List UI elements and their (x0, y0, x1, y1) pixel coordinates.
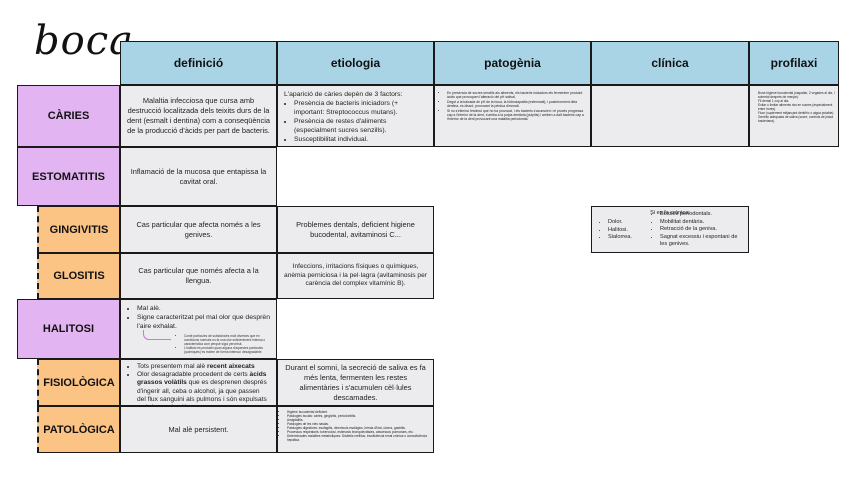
list-item: Patologies de les vies nasals. (287, 422, 429, 426)
fisiologica-item2-bold: àcids grassos volàtils (137, 371, 267, 387)
fisiologica-item1-bold: recent aixecats (207, 363, 255, 370)
caries-etiologia: L'aparició de càries depèn de 3 factors:… (277, 85, 434, 147)
list-item: Patologies digestives: esofagitis, diver… (287, 426, 429, 430)
row-label-patologica: PATOLÒGICA (37, 406, 120, 453)
list-item: Bona higiene bucodental (raspallar, 2 ve… (758, 91, 835, 99)
gingivitis-definicio-text: Cas particular que afecta només a les ge… (136, 219, 261, 239)
list-item: Amigdalitis. (287, 418, 429, 422)
gingivitis-etiologia: Problemes dentals, deficient higiene buc… (277, 206, 434, 253)
list-item: L'halitosi es produeix quan alguna d'aqu… (184, 346, 270, 354)
fisiologica-definicio: Tots presentem mal alè recent aixecats O… (120, 359, 277, 406)
row-label-gingivitis: GINGIVITIS (37, 206, 120, 253)
halitosi-definicio: Mal alè. Signe caracteritzat pel mal olo… (120, 299, 277, 359)
list-item: Presència de restes d'aliments (especial… (294, 117, 427, 135)
list-item: Patologies bucals: càries, gingivitis, p… (287, 414, 429, 418)
patologica-etiologia: Higiene bucodental deficient. Patologies… (277, 406, 434, 453)
glositis-definicio-text: Cas particular que només afecta a la lle… (138, 266, 259, 285)
list-item: Evitar o limitar aliments rics en sucres… (758, 103, 835, 111)
caries-definicio: Malaltia infecciosa que cursa amb destru… (120, 85, 277, 147)
caries-definicio-text: Malaltia infecciosa que cursa amb destru… (127, 96, 270, 135)
glositis-etiologia: Infeccions, irritacions físiques o quími… (277, 253, 434, 299)
list-item: Processos respiratoris: tuberculosi, est… (287, 430, 429, 434)
header-clinica: clínica (591, 41, 749, 85)
estomatitis-definicio-text: Inflamació de la mucosa que entapissa la… (130, 166, 267, 186)
list-item: Tots presentem mal alè recent aixecats (137, 363, 270, 371)
arrow-decoration (143, 330, 171, 340)
caries-etiologia-intro: L'aparició de càries depèn de 3 factors: (284, 91, 403, 98)
row-label-fisiologica: FISIOLÒGICA (37, 359, 120, 406)
gingivitis-etiologia-text: Problemes dentals, deficient higiene buc… (296, 219, 415, 239)
glositis-etiologia-text: Infeccions, irritacions físiques o quími… (284, 263, 427, 288)
row-label-halitosi: HALITOSI (17, 299, 120, 359)
header-profilaxi: profilaxi (749, 41, 839, 85)
gingivitis-clinica-intro: Si es fa crònica: (650, 210, 690, 216)
list-item: Olor desagradable procedent de certs àci… (137, 371, 270, 405)
row-label-glositis: GLOSITIS (37, 253, 120, 299)
row-label-estomatitis: ESTOMATITIS (17, 147, 120, 206)
list-item: Higiene bucodental deficient. (287, 410, 429, 414)
header-etiologia: etiologia (277, 41, 434, 85)
fisiologica-etiologia-text: Durant el somni, la secreció de saliva e… (285, 362, 426, 402)
list-item: Presència de bacteris iniciadors (+ impo… (294, 99, 427, 117)
list-item: Si no s'elimina l'estímul que ho ha prov… (447, 109, 584, 122)
list-item: En presència de sucres senzills als alim… (447, 91, 584, 100)
list-item: Fluor (suplement mitjançant dentífric o … (758, 111, 835, 115)
list-item: Sagnat excessiu i espontani de les geniv… (660, 234, 742, 249)
gingivitis-definicio: Cas particular que afecta només a les ge… (120, 206, 277, 253)
estomatitis-definicio: Inflamació de la mucosa que entapissa la… (120, 147, 277, 206)
list-item: Bosses periodontals. (660, 211, 742, 218)
list-item: Signe caracteritzat pel mal olor que des… (137, 313, 270, 331)
list-item: Mal alè. (137, 304, 270, 313)
gingivitis-clinica: Si es fa crònica: Dolor. Halitosi. Sialo… (591, 206, 749, 253)
fisiologica-etiologia: Durant el somni, la secreció de saliva e… (277, 359, 434, 406)
patologica-definicio-text: Mal alè persistent. (168, 424, 229, 434)
header-definicio: definició (120, 41, 277, 85)
fisiologica-item2-text: Olor desagradable procedent de certs (137, 371, 250, 379)
list-item: Conté partícules de substàncies molt div… (184, 334, 270, 346)
fisiologica-item2-post: que es desprenen després d'ingerir all, … (137, 379, 267, 405)
caries-clinica (591, 85, 749, 147)
caries-profilaxi: Bona higiene bucodental (raspallar, 2 ve… (749, 85, 839, 147)
list-item: Sialorrea. (608, 234, 650, 241)
list-item: Dolor. (608, 219, 650, 226)
list-item: Halitosi. (608, 227, 650, 234)
header-patogenia: patogènia (434, 41, 591, 85)
fisiologica-item1-text: Tots presentem mal alè (137, 363, 207, 370)
caries-patogenia: En presència de sucres senzills als alim… (434, 85, 591, 147)
list-item: Mobilitat dentària. (660, 219, 742, 226)
patologica-definicio: Mal alè persistent. (120, 406, 277, 453)
list-item: Genètic adequada de saliva (sucre, contr… (758, 115, 835, 123)
list-item: Susceptibilitat individual. (294, 135, 427, 144)
glositis-definicio: Cas particular que només afecta a la lle… (120, 253, 277, 299)
page-title: boca (34, 18, 134, 64)
row-label-caries: CÀRIES (17, 85, 120, 147)
list-item: Fil dental 1 cop al dia. (758, 99, 835, 103)
list-item: Determinades malalties metabòliques: Dia… (287, 434, 429, 442)
list-item: Retracció de la geniva. (660, 226, 742, 233)
list-item: Degut a la baixada de pH de la boca, la … (447, 100, 584, 109)
